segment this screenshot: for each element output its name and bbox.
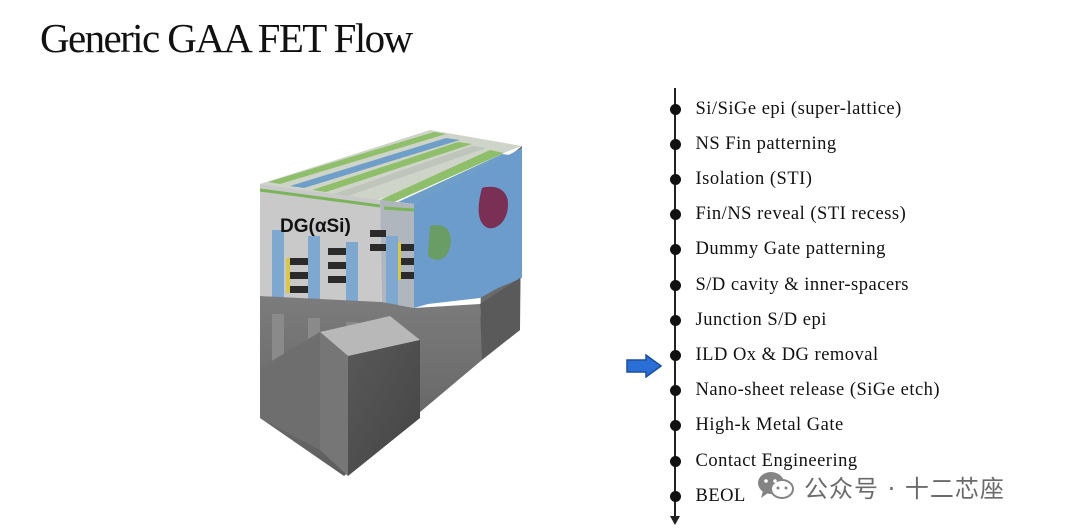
step-bullet-icon	[669, 173, 681, 185]
watermark: 公众号 · 十二芯座	[756, 469, 1005, 503]
step-bullet-icon	[669, 209, 681, 221]
step-bullet-icon	[669, 490, 681, 502]
process-step: Nano-sheet release (SiGe etch)	[668, 380, 940, 402]
current-step-arrow-icon	[626, 353, 663, 379]
process-step-label: Isolation (STI)	[695, 168, 813, 189]
process-step-label: Si/SiGe epi (super-lattice)	[695, 98, 902, 119]
process-step: ILD Ox & DG removal	[668, 344, 879, 366]
process-step-label: S/D cavity & inner-spacers	[695, 274, 910, 295]
step-bullet-icon	[669, 420, 681, 432]
process-step-label: Junction S/D epi	[695, 309, 827, 330]
process-step-label: Dummy Gate patterning	[695, 239, 886, 260]
process-step: High-k Metal Gate	[668, 415, 844, 437]
process-step-list: Si/SiGe epi (super-lattice) NS Fin patter…	[668, 0, 1028, 528]
process-step-label: Nano-sheet release (SiGe etch)	[695, 380, 941, 401]
timeline-line	[674, 88, 676, 518]
process-step: Junction S/D epi	[668, 309, 827, 331]
watermark-text: 公众号 · 十二芯座	[804, 474, 1005, 503]
process-step: Si/SiGe epi (super-lattice)	[668, 98, 902, 120]
step-bullet-icon	[669, 455, 681, 467]
step-bullet-icon	[669, 314, 681, 326]
process-step: NS Fin patterning	[668, 133, 837, 155]
step-bullet-icon	[669, 349, 681, 361]
timeline-arrowhead-icon	[670, 516, 680, 525]
process-step-label: NS Fin patterning	[695, 133, 837, 154]
process-step-label: ILD Ox & DG removal	[695, 344, 879, 365]
slide-title: Generic GAA FET Flow	[40, 15, 413, 61]
step-bullet-icon	[669, 244, 681, 256]
process-step: Dummy Gate patterning	[668, 239, 886, 261]
process-step-label: High-k Metal Gate	[695, 415, 844, 436]
process-step-label: BEOL	[695, 485, 746, 506]
process-step-label: Fin/NS reveal (STI recess)	[695, 204, 907, 225]
process-step: Isolation (STI)	[668, 168, 812, 190]
step-bullet-icon	[669, 279, 681, 291]
gaafet-3d-illustration: DG(αSi)	[250, 118, 540, 480]
step-bullet-icon	[669, 138, 681, 150]
process-step: S/D cavity & inner-spacers	[668, 274, 909, 296]
process-step: BEOL	[668, 485, 746, 507]
process-step-label: Contact Engineering	[695, 450, 858, 471]
step-bullet-icon	[669, 385, 681, 397]
wechat-icon	[758, 472, 794, 499]
process-step: Contact Engineering	[668, 450, 858, 472]
process-step: Fin/NS reveal (STI recess)	[668, 204, 906, 226]
dummy-gate-label: DG(αSi)	[280, 216, 351, 237]
process-timeline	[668, 88, 682, 528]
step-bullet-icon	[669, 103, 681, 115]
